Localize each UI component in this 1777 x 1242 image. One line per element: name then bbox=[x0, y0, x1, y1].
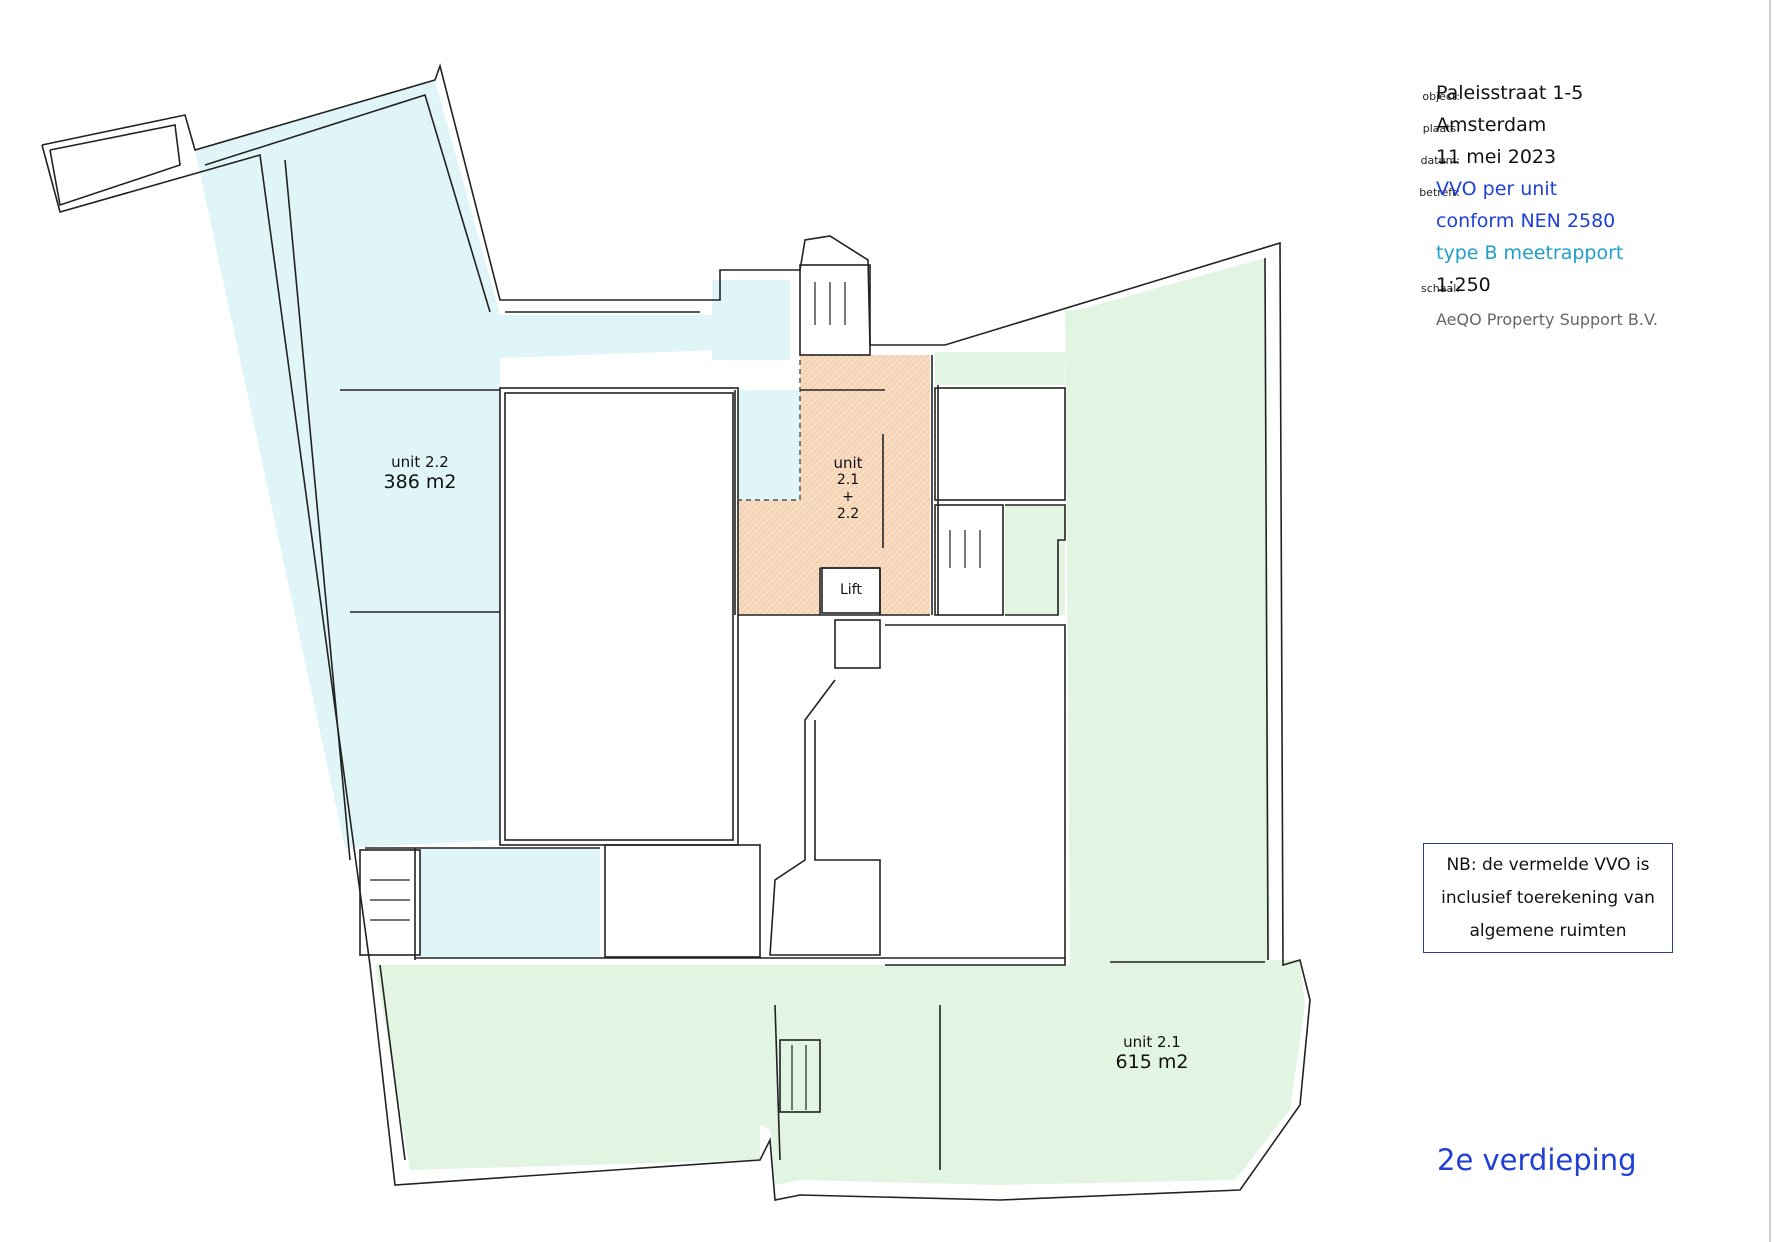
walls bbox=[41, 63, 1311, 1201]
unit-2-2-name: unit 2.2 bbox=[391, 453, 449, 471]
title-block: object: Paleisstraat 1-5 plaats: Amsterd… bbox=[1320, 80, 1720, 336]
sheet-edge bbox=[1769, 0, 1771, 1242]
datum-label: datum: bbox=[1420, 154, 1460, 167]
company-name: AeQO Property Support B.V. bbox=[1436, 310, 1658, 329]
company-row: AeQO Property Support B.V. bbox=[1320, 304, 1720, 336]
betreft-line-1: VVO per unit bbox=[1436, 178, 1558, 200]
shared-line-4: 2.2 bbox=[836, 506, 860, 522]
shared-area bbox=[738, 355, 930, 615]
schaal-label: schaal: bbox=[1421, 282, 1460, 295]
betreft-row-2: conform NEN 2580 bbox=[1320, 208, 1720, 240]
shared-line-3: + bbox=[842, 489, 854, 505]
unit-2-1-area-value: 615 m2 bbox=[1115, 1051, 1189, 1073]
note-text: NB: de vermelde VVO is inclusief toereke… bbox=[1441, 854, 1655, 941]
note-box: NB: de vermelde VVO is inclusief toereke… bbox=[1423, 843, 1673, 953]
unit-2-1-label: unit 2.1 615 m2 bbox=[1092, 1033, 1212, 1073]
schaal-value: 1:250 bbox=[1436, 274, 1491, 296]
unit-2-2-area bbox=[195, 80, 800, 958]
unit-2-2-area-value: 386 m2 bbox=[383, 471, 457, 493]
schaal-row: schaal: 1:250 bbox=[1320, 272, 1720, 304]
betreft-line-2: conform NEN 2580 bbox=[1436, 210, 1616, 232]
shared-line-1: unit bbox=[833, 454, 863, 472]
stair-lines bbox=[370, 282, 981, 1110]
betreft-line-3: type B meetrapport bbox=[1436, 242, 1624, 264]
datum-row: datum: 11 mei 2023 bbox=[1320, 144, 1720, 176]
unit-2-1-area bbox=[375, 258, 1305, 1185]
shared-unit-label: unit 2.1 + 2.2 bbox=[818, 455, 878, 523]
floor-label: 2e verdieping bbox=[1437, 1143, 1637, 1177]
lift-label: Lift bbox=[840, 582, 862, 598]
object-row: object: Paleisstraat 1-5 bbox=[1320, 80, 1720, 112]
shared-line-2: 2.1 bbox=[836, 472, 860, 488]
object-label: object: bbox=[1422, 90, 1460, 103]
betreft-row: betreft: VVO per unit bbox=[1320, 176, 1720, 208]
betreft-label: betreft: bbox=[1419, 186, 1460, 199]
unit-2-2-label: unit 2.2 386 m2 bbox=[360, 453, 480, 493]
object-value: Paleisstraat 1-5 bbox=[1436, 82, 1584, 104]
plaats-row: plaats: Amsterdam bbox=[1320, 112, 1720, 144]
plaats-label: plaats: bbox=[1422, 122, 1460, 135]
plaats-value: Amsterdam bbox=[1436, 114, 1547, 136]
betreft-row-3: type B meetrapport bbox=[1320, 240, 1720, 272]
datum-value: 11 mei 2023 bbox=[1436, 146, 1557, 168]
unit-2-1-name: unit 2.1 bbox=[1123, 1033, 1181, 1051]
